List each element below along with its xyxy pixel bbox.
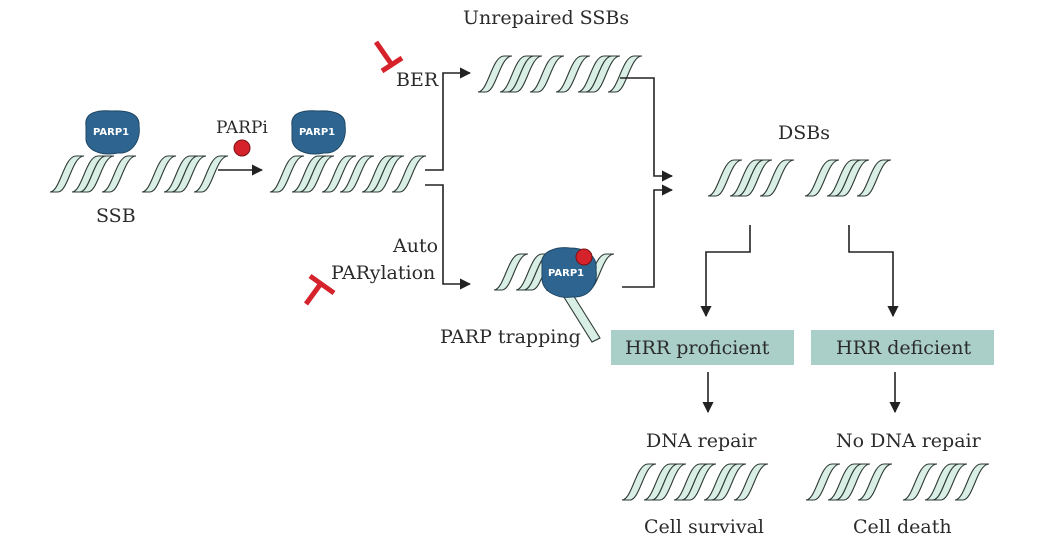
parylation-label: PARylation [331,262,435,284]
hrr-proficient-box: HRR proficient [611,330,794,365]
hrr-proficient-label: HRR proficient [625,337,770,359]
cell-survival-label: Cell survival [644,516,764,538]
parpi-drug-dot-2 [575,248,593,266]
dsbs-label: DSBs [778,122,830,144]
parpi-drug-dot-1 [233,139,251,157]
ssb-dna-helix [49,155,229,193]
broken-dna-helix-left [805,463,893,501]
parylation-inhibitor-icon [303,273,336,306]
parp1-label-1: PARP1 [93,127,129,138]
hrr-deficient-box: HRR deficient [811,330,994,365]
parp1-label-2: PARP1 [299,127,335,138]
parp1-label-3: PARP1 [548,268,584,279]
arrow-to-unrepaired [425,67,472,171]
dsb-helix-left [707,159,795,197]
broken-dna-helix-right [902,463,990,501]
unrepaired-dna-helix [477,55,643,93]
unrepaired-ssbs-label: Unrepaired SSBs [463,7,629,29]
parp-trapping-label: PARP trapping [440,326,581,348]
parp1-protein-1: PARP1 [85,110,140,155]
ber-inhibitor-icon [373,40,404,74]
arrow-to-trapping [425,184,472,290]
dna-repair-label: DNA repair [646,430,758,452]
ssb-label: SSB [96,205,136,227]
parp1-protein-2: PARP1 [291,110,346,155]
arrow-trapping-to-dsbs [622,184,674,288]
arrow-unrepaired-to-dsbs [620,77,674,182]
parpi-label: PARPi [216,118,268,138]
arrow-to-deficient [848,225,899,318]
arrow-to-proficient [700,225,751,318]
auto-label: Auto [392,235,438,257]
no-dna-repair-label: No DNA repair [836,430,982,452]
repaired-dna-helix [621,463,769,501]
hrr-deficient-label: HRR deficient [836,337,971,359]
parp-bound-dna-helix [269,155,427,193]
cell-death-label: Cell death [853,516,952,538]
dsb-helix-right [804,159,892,197]
ber-label: BER [396,69,439,91]
